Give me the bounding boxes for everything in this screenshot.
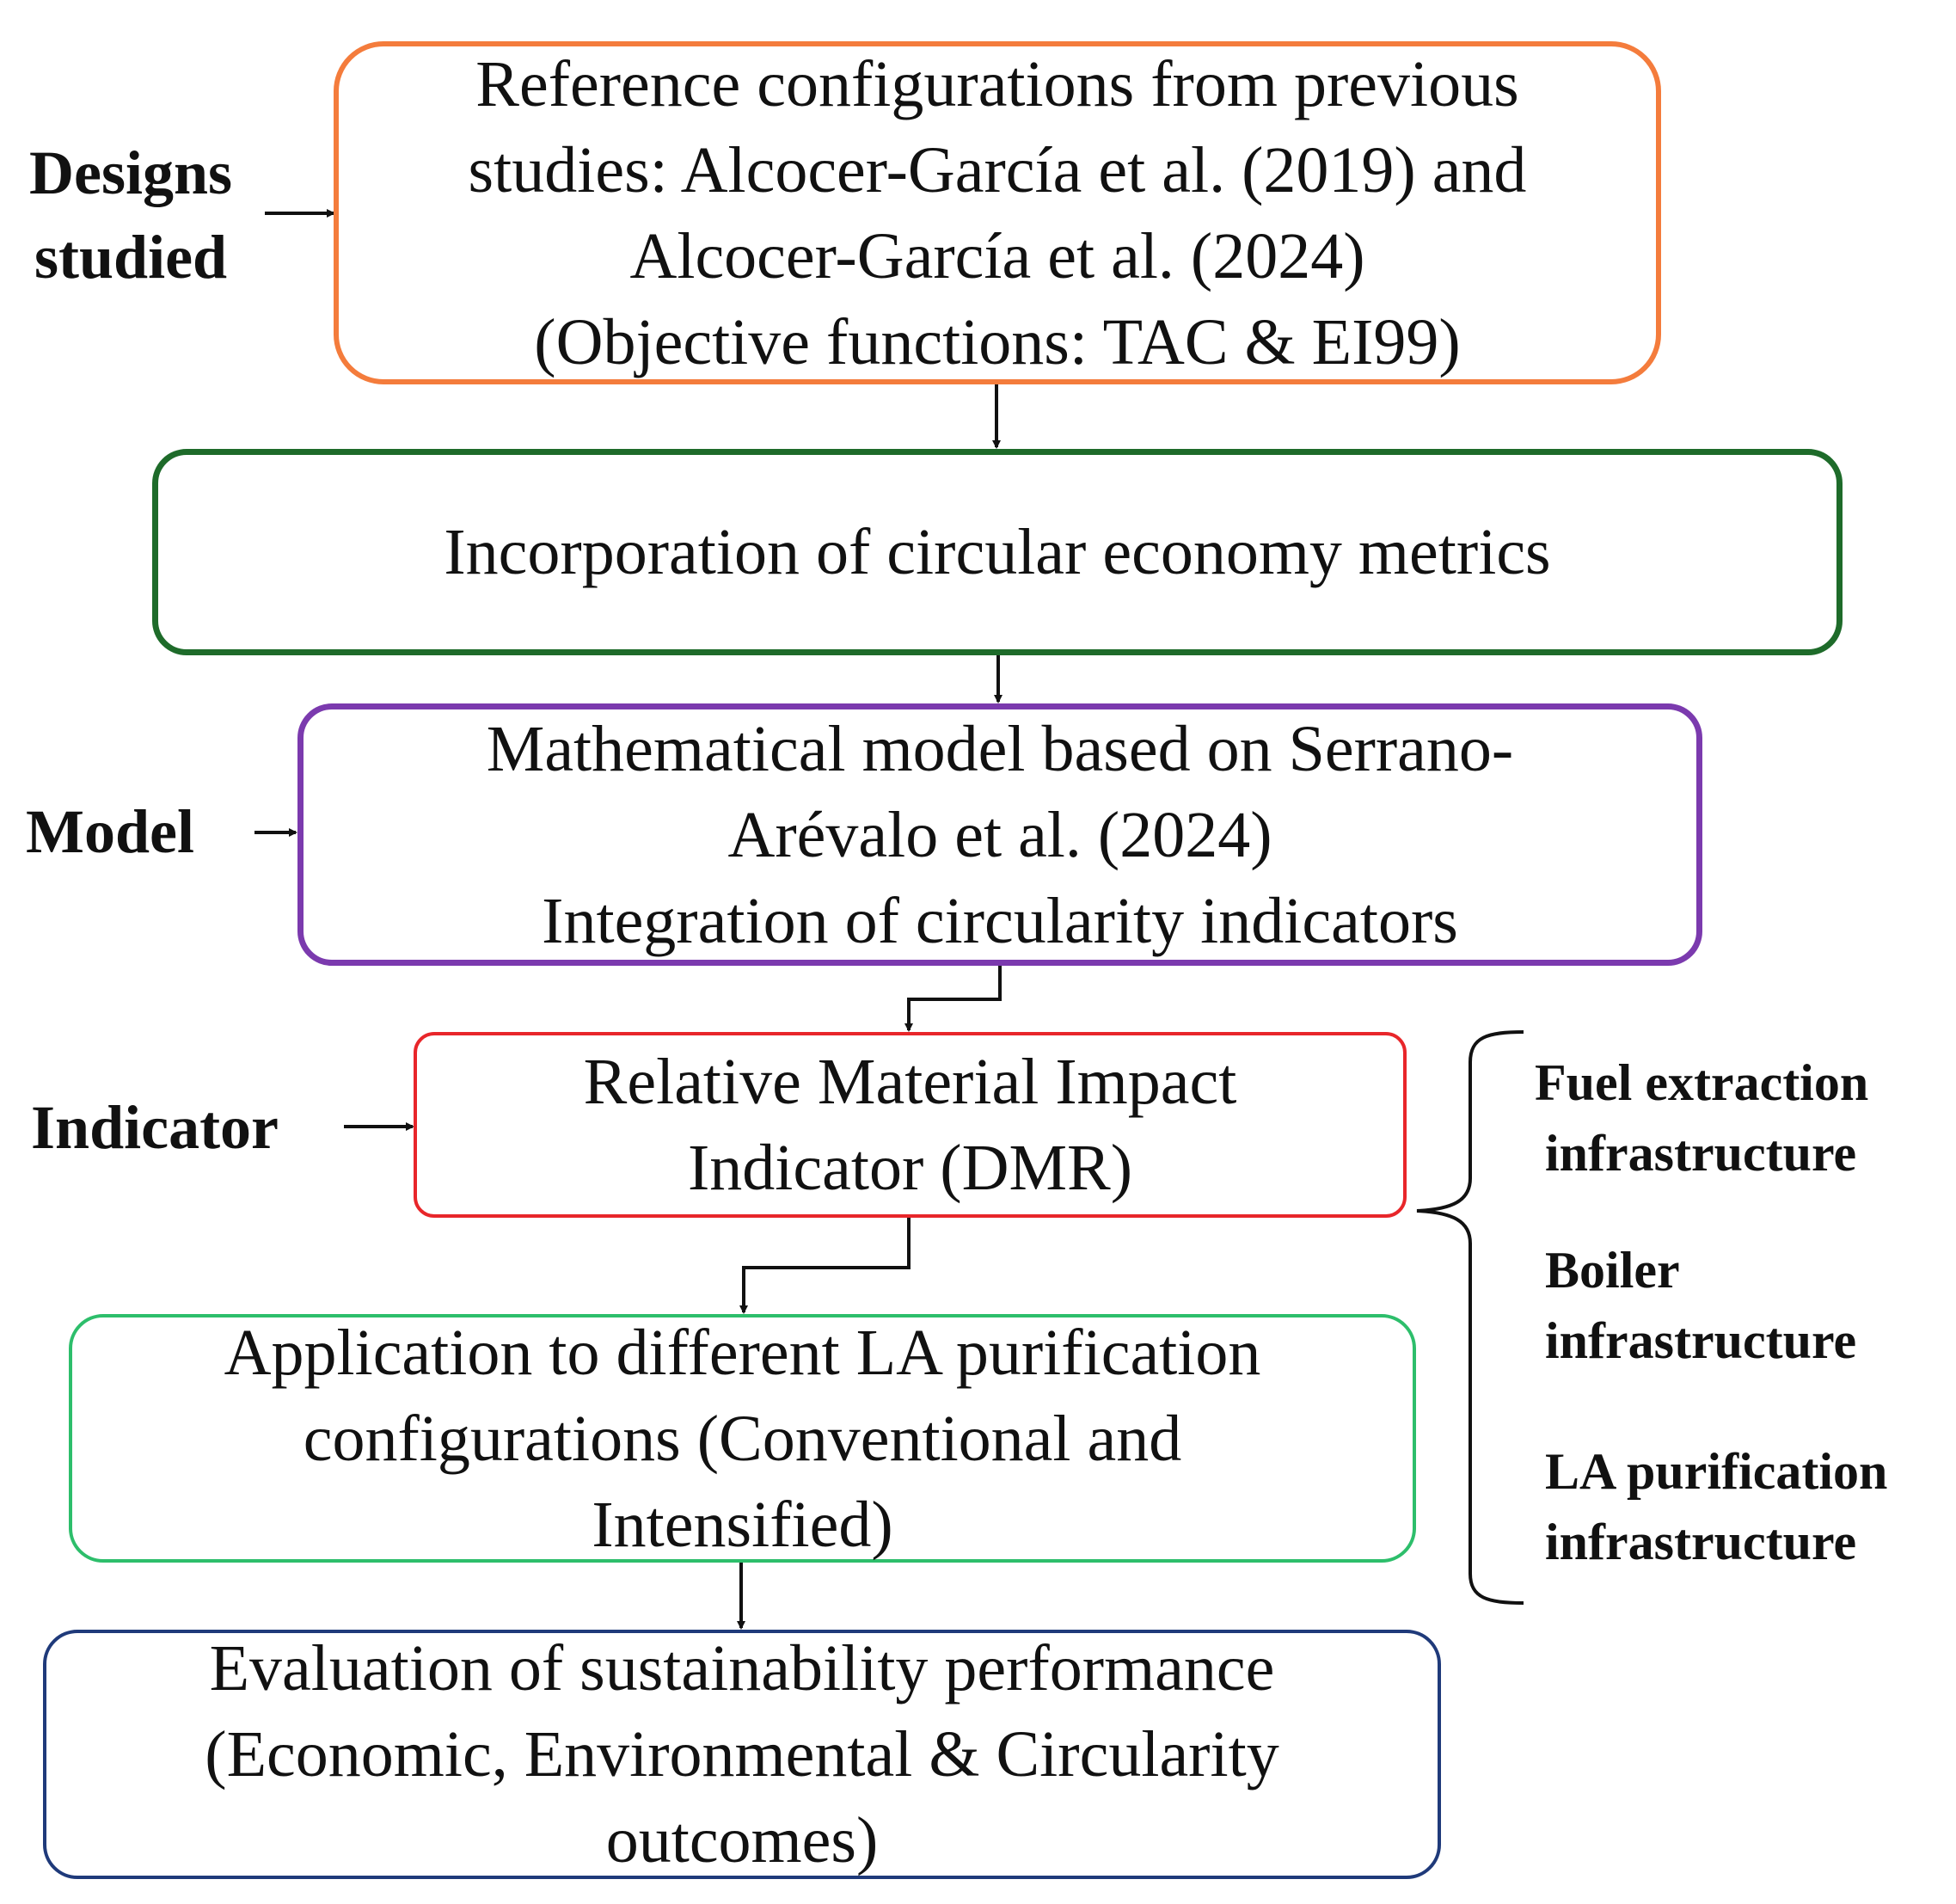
application-box: Application to different LA purification… xyxy=(69,1314,1416,1563)
brace-item-line-2: infrastructure xyxy=(1545,1514,1857,1570)
model-line-2: Arévalo et al. (2024) xyxy=(727,798,1272,871)
application-line-3: Intensified) xyxy=(592,1488,893,1561)
brace-item-line-2: infrastructure xyxy=(1545,1312,1857,1369)
designs-studied-label: Designs studied xyxy=(29,131,232,299)
mathematical-model-box: Mathematical model based on Serrano- Aré… xyxy=(297,703,1702,966)
reference-line-1: Reference configurations from previous xyxy=(475,47,1519,120)
model-line-3: Integration of circularity indicators xyxy=(542,884,1458,957)
designs-label-line: Designs xyxy=(29,138,233,207)
application-line-2: configurations (Conventional and xyxy=(303,1402,1182,1475)
reference-configurations-box: Reference configurations from previous s… xyxy=(334,41,1661,384)
evaluation-line-1: Evaluation of sustainability performance xyxy=(209,1632,1275,1704)
reference-line-4: (Objective functions: TAC & EI99) xyxy=(534,305,1461,378)
circular-line-1: Incorporation of circular economy metric… xyxy=(444,516,1551,588)
indicator-label: Indicator xyxy=(31,1093,279,1162)
indicator-line-2: Indicator (DMR) xyxy=(687,1132,1133,1204)
brace-item-la-purification: LA purification infrastructure xyxy=(1545,1436,1887,1577)
flow-arrow-3 xyxy=(904,966,1002,1032)
flow-arrow-4 xyxy=(739,1218,911,1314)
brace-item-boiler: Boiler infrastructure xyxy=(1545,1235,1856,1376)
evaluation-box: Evaluation of sustainability performance… xyxy=(43,1630,1441,1879)
brace-item-line-1: LA purification xyxy=(1545,1443,1888,1500)
circular-economy-box: Incorporation of circular economy metric… xyxy=(152,449,1843,655)
brace-item-fuel-extraction: Fuel extraction infrastructure xyxy=(1535,1047,1868,1188)
studied-label-line: studied xyxy=(34,223,228,292)
application-line-1: Application to different LA purification xyxy=(224,1316,1261,1389)
reference-line-2: studies: Alcocer-García et al. (2019) an… xyxy=(468,133,1527,206)
brace-item-line-1: Boiler xyxy=(1545,1242,1680,1299)
brace-item-line-2: infrastructure xyxy=(1545,1125,1857,1182)
brace-item-line-1: Fuel extraction xyxy=(1535,1054,1869,1111)
curly-brace xyxy=(1416,1030,1524,1605)
reference-line-3: Alcocer-García et al. (2024) xyxy=(629,219,1365,292)
evaluation-line-3: outcomes) xyxy=(605,1804,879,1876)
model-label: Model xyxy=(26,797,194,866)
evaluation-line-2: (Economic, Environmental & Circularity xyxy=(205,1718,1279,1790)
indicator-box: Relative Material Impact Indicator (DMR) xyxy=(414,1032,1407,1218)
indicator-line-1: Relative Material Impact xyxy=(583,1046,1237,1118)
model-line-1: Mathematical model based on Serrano- xyxy=(486,712,1514,785)
